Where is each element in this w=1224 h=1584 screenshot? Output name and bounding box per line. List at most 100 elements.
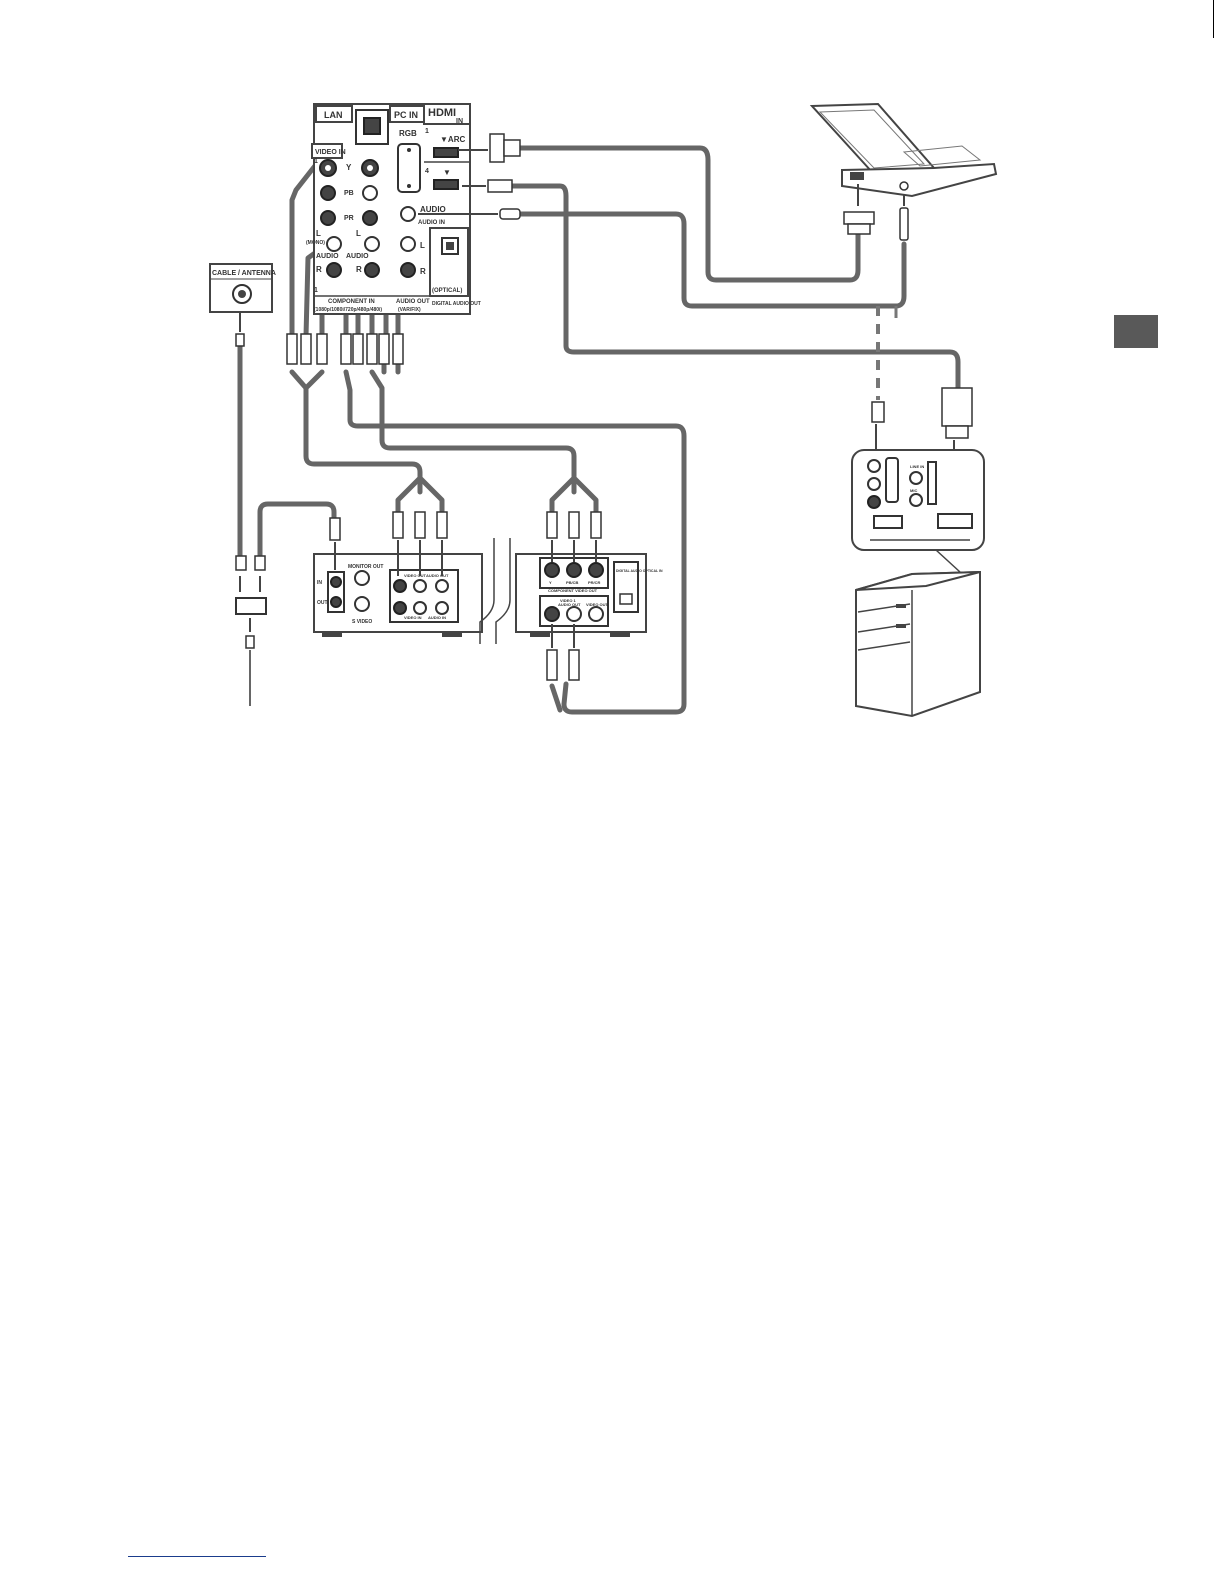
comp-audio-r-jack[interactable] <box>364 262 380 278</box>
audio-out-l-jack[interactable] <box>400 236 416 252</box>
dvd-plug-audio-r <box>568 649 580 681</box>
footnote-rule <box>128 1556 266 1557</box>
dvd-foot-right <box>610 632 630 637</box>
vcr-video-out-jack[interactable] <box>393 579 407 593</box>
vcr-video-in-jack[interactable] <box>393 601 407 615</box>
laptop <box>809 102 998 241</box>
vcr-foot-left <box>322 632 342 637</box>
plug-comp-audio-l <box>378 333 390 365</box>
dvd-optical-port[interactable] <box>619 593 633 605</box>
audio-cable-to-laptop <box>517 211 907 309</box>
vcr-plug-audio-r <box>436 511 448 539</box>
lan-label: LAN <box>324 110 343 120</box>
audio-out-r-jack[interactable] <box>400 262 416 278</box>
rgb-plug <box>489 133 505 163</box>
mono-label: (MONO) <box>306 240 325 246</box>
lan-port[interactable] <box>363 117 381 135</box>
pc-tower-top <box>855 571 981 591</box>
comp-audio-l-jack[interactable] <box>364 236 380 252</box>
pc-speaker-jack[interactable] <box>867 477 881 491</box>
antenna-cable-vcr <box>257 501 337 563</box>
vcr-plug-audio-l <box>414 511 426 539</box>
laptop-rgb-port[interactable] <box>850 172 864 180</box>
dvd-audio-l-end <box>549 683 563 713</box>
audio-left-label: AUDIO <box>316 253 339 260</box>
audio-out-label: AUDIO OUT <box>396 299 430 305</box>
vcr: IN OUT MONITOR OUT S VIDEO VIDEO OUT AUD… <box>313 511 483 637</box>
dvd-audio-l-jack[interactable] <box>544 606 560 622</box>
pc-headphone-jack[interactable] <box>909 471 923 485</box>
laptop-audio-port[interactable] <box>899 181 909 191</box>
hdmi-port-1[interactable] <box>433 147 459 158</box>
dvd-y-jack[interactable] <box>544 562 560 578</box>
vcr-video-out-label: VIDEO OUT <box>404 573 427 578</box>
pc-line-in-label: LINE IN <box>910 464 924 469</box>
audio-l-jack[interactable] <box>326 236 342 252</box>
audio-label: AUDIO <box>420 205 446 214</box>
pc-drive-bay-3 <box>857 641 911 651</box>
laptop-base <box>841 162 998 198</box>
cable-antenna: CABLE / ANTENNA <box>209 263 276 649</box>
vcr-audio-out-l-jack[interactable] <box>413 579 427 593</box>
r-label: R <box>316 265 322 274</box>
video-in-jack-2[interactable] <box>320 185 336 201</box>
vcr-audio-in-l-jack[interactable] <box>413 601 427 615</box>
vcr-audio-out-r-jack[interactable] <box>435 579 449 593</box>
vcr-s-video-jack[interactable] <box>354 596 370 612</box>
vcr-antenna-plug <box>329 517 341 541</box>
hdmi-logo: HDMI <box>428 107 456 119</box>
pc-drive-button-2[interactable] <box>896 624 906 628</box>
dvd-pb-jack[interactable] <box>566 562 582 578</box>
video-in-num: 1 <box>314 158 318 165</box>
video-in-jack-3[interactable] <box>320 210 336 226</box>
digital-audio-out-label: DIGITAL AUDIO OUT <box>432 301 481 307</box>
hdmi-port-4-num: 4 <box>425 168 429 175</box>
laptop-screen-inner <box>818 109 926 169</box>
dvd-audio-cable-loop <box>343 369 687 715</box>
vcr-monitor-out-label: MONITOR OUT <box>348 564 383 570</box>
dvd-pr-jack[interactable] <box>588 562 604 578</box>
audio-r-jack[interactable] <box>326 262 342 278</box>
antenna-plug <box>235 333 245 347</box>
dvd-video-out-jack[interactable] <box>588 606 604 622</box>
vcr-video-in-label: VIDEO IN <box>404 615 422 620</box>
plug-audio-l <box>300 333 312 365</box>
pc-mic-jack[interactable] <box>867 495 881 509</box>
dvd-y-label: Y <box>549 580 552 585</box>
rgb-label: RGB <box>399 129 417 138</box>
pc-dvi-port[interactable] <box>937 513 973 529</box>
laptop-rgb-plug-top <box>843 211 875 225</box>
vcr-audio-in-label: AUDIO IN <box>428 615 446 620</box>
laptop-audio-plug <box>899 207 909 241</box>
pc-slot <box>927 461 937 505</box>
pc-game-port[interactable] <box>885 457 899 503</box>
vcr-av-cable-merge <box>303 369 325 391</box>
comp-num: 1 <box>314 287 318 294</box>
break-mark-left <box>479 538 495 644</box>
pc-drive-button-1[interactable] <box>896 604 906 608</box>
pc-audio-in-jack[interactable] <box>400 206 416 222</box>
rgb-port[interactable] <box>397 143 421 193</box>
dvd-player: Y PB/CB PR/CR COMPONENT VIDEO OUT VIDEO … <box>515 511 663 681</box>
dvd-plug-pb <box>568 511 580 539</box>
component-branch-y <box>549 475 577 515</box>
dvd-digital-audio-label: DIGITAL AUDIO OPTICAL IN <box>616 569 663 573</box>
vcr-rf-out[interactable] <box>330 596 342 608</box>
component-cable-main <box>369 369 577 495</box>
dvd-audio-r-jack[interactable] <box>566 606 582 622</box>
vcr-audio-in-r-jack[interactable] <box>435 601 449 615</box>
hdmi-port-4[interactable] <box>433 179 459 190</box>
vcr-s-video-label: S VIDEO <box>352 619 372 625</box>
vcr-av-branch-1 <box>395 475 423 515</box>
tv-side-plugs <box>418 133 521 220</box>
pc-audio-plug <box>871 401 885 423</box>
pc-vga-port[interactable] <box>873 515 903 529</box>
vcr-rf-in[interactable] <box>330 576 342 588</box>
vcr-monitor-out-jack[interactable] <box>354 570 370 586</box>
component-pb-jack[interactable] <box>362 185 378 201</box>
pc-mic-jack-2[interactable] <box>909 493 923 507</box>
pc-line-in-jack[interactable] <box>867 459 881 473</box>
break-mark-right <box>495 538 511 644</box>
pc-hdmi-plug <box>941 387 973 427</box>
component-pr-jack[interactable] <box>362 210 378 226</box>
